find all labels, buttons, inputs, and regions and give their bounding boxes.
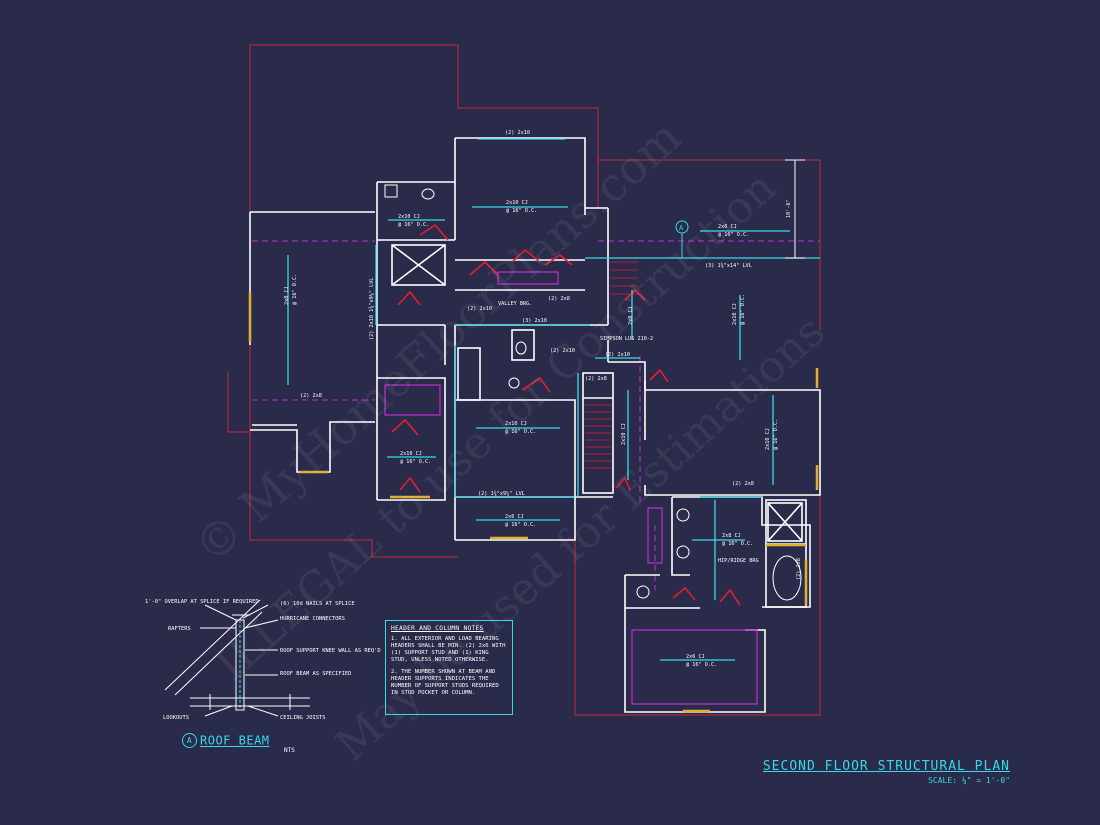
annotation-lvl-right: (3) 1¾"x14" LVL (705, 263, 752, 269)
annotation-header-d: (2) 2x10 (605, 352, 630, 358)
detail-label-ceiling-joists: CEILING JOISTS (280, 715, 325, 721)
annotation-beam-left-vertical: (2) 2x10 1¾"x9¼" LVL (369, 278, 375, 340)
annotation-cj-right-mid-spacing: @ 16" O.C. (740, 294, 746, 325)
annotation-header-b: (3) 2x10 (522, 318, 547, 324)
detail-title-label: ROOF BEAM (200, 733, 270, 748)
annotation-header-2x8-c: (2) 2x8 (732, 481, 754, 487)
svg-text:A: A (679, 224, 684, 232)
roof-beam-detail-labels: 1'-0" OVERLAP AT SPLICE IF REQUIRED (6) … (145, 599, 381, 721)
header-markers (248, 292, 819, 713)
annotation-header-2x8-b: (2) 2x8 (585, 376, 607, 382)
annotation-cj-left-wing: 2x8 CJ (284, 286, 290, 305)
annotation-cj-right-big: 2x10 CJ (765, 428, 771, 450)
annotation-cj-top: 2x10 CJ (506, 200, 528, 206)
annotation-cj-top-spacing: @ 16" O.C. (506, 208, 537, 214)
annotation-cj-right-big-spacing: @ 16" O.C. (773, 419, 779, 450)
annotation-header-lower-left: (2) 2x8 (300, 393, 322, 399)
roof-beam-detail (164, 599, 310, 717)
notes-title: HEADER AND COLUMN NOTES (391, 625, 484, 632)
annotation-cj-2x6-a: 2x6 CJ (718, 224, 737, 230)
annotation-cj-right-top: 2x8 CJ (628, 306, 634, 325)
notes-item-1: 1. ALL EXTERIOR AND LOAD BEARING HEADERS… (391, 636, 506, 663)
notes-item-2: 2. THE NUMBER SHOWN AT BEAM AND HEADER S… (391, 669, 499, 696)
annotation-simpson: SIMPSON LUS 210-2 (600, 336, 653, 342)
annotation-header-a: (2) 2x10 (467, 306, 492, 312)
detail-label-roof-beam: ROOF BEAM AS SPECIFIED (280, 671, 351, 677)
detail-label-roof-support: ROOF SUPPORT KNEE WALL AS REQ'D (280, 648, 381, 654)
annotation-cj-right-small: 2x10 CJ (621, 423, 627, 445)
detail-nts: NTS (284, 747, 295, 754)
annotation-cj-bottom-center: 2x6 CJ (505, 514, 524, 520)
roof-outline (227, 44, 821, 716)
annotation-cj-closet-spacing: @ 16" O.C. (686, 662, 717, 668)
closet-outlines (384, 271, 758, 705)
dimension-right (785, 159, 805, 259)
detail-label-overlap: 1'-0" OVERLAP AT SPLICE IF REQUIRED (145, 599, 259, 605)
annotation-cj-bottom-center-spacing: @ 16" O.C. (505, 522, 536, 528)
plan-scale: SCALE: ¼" = 1'-0" (928, 776, 1010, 785)
annotation-header-c: (2) 2x10 (550, 348, 575, 354)
annotation-cj-2x6-a-spacing: @ 16" O.C. (718, 232, 749, 238)
annotation-cj-lower-left-spacing: @ 16" O.C. (400, 459, 431, 465)
plan-annotations: (2) 2x10 2x10 CJ @ 16" O.C. 2x10 CJ @ 16… (284, 130, 802, 668)
ridge-lines (252, 240, 820, 590)
annotation-cj-mbath: 2x8 CJ (722, 533, 741, 539)
beam-lines (287, 138, 820, 661)
detail-bubble: A (182, 733, 197, 748)
detail-label-lookouts: LOOKOUTS (163, 715, 189, 721)
header-column-notes: HEADER AND COLUMN NOTES 1. ALL EXTERIOR … (385, 620, 513, 715)
annotation-cj-closet: 2x6 CJ (686, 654, 705, 660)
detail-label-nails: (6) 10d NAILS AT SPLICE (280, 601, 355, 607)
annotation-header-2x8-d: (2) 2x8 (796, 558, 802, 580)
annotation-header-2x8: (2) 2x8 (548, 296, 570, 302)
section-mark: A (675, 220, 689, 258)
annotation-cj-right-mid: 2x10 CJ (732, 303, 738, 325)
annotation-dim-vert: 10'-6" (786, 199, 792, 218)
annotation-cj-center-spacing: @ 16" O.C. (505, 429, 536, 435)
annotation-lvl-bottom: (2) 1¾"x9¼" LVL (478, 491, 525, 497)
detail-label-rafters: RAFTERS (168, 626, 191, 632)
plan-title: SECOND FLOOR STRUCTURAL PLAN (762, 759, 1010, 774)
detail-label-hurricane: HURRICANE CONNECTORS (280, 616, 345, 622)
plan-title-block: SECOND FLOOR STRUCTURAL PLAN SCALE: ¼" =… (760, 759, 1010, 785)
annotation-hip-ridge: HIP/RIDGE BRG (718, 558, 759, 564)
annotation-cj-lower-left: 2x10 CJ (400, 451, 422, 457)
door-swings (391, 223, 741, 606)
annotation-cj-left-wing-spacing: @ 16" O.C. (292, 274, 298, 305)
stair-treads (585, 261, 638, 469)
annotation-cj-small-bath-spacing: @ 16" O.C. (398, 222, 429, 228)
annotation-cj-mbath-spacing: @ 16" O.C. (722, 541, 753, 547)
annotation-cj-center: 2x10 CJ (505, 421, 527, 427)
annotation-valley-brg: VALLEY BRG. (498, 301, 532, 307)
annotation-cj-small-bath: 2x10 CJ (398, 214, 420, 220)
fixtures (384, 184, 802, 601)
annotation-top-header: (2) 2x10 (505, 130, 530, 136)
